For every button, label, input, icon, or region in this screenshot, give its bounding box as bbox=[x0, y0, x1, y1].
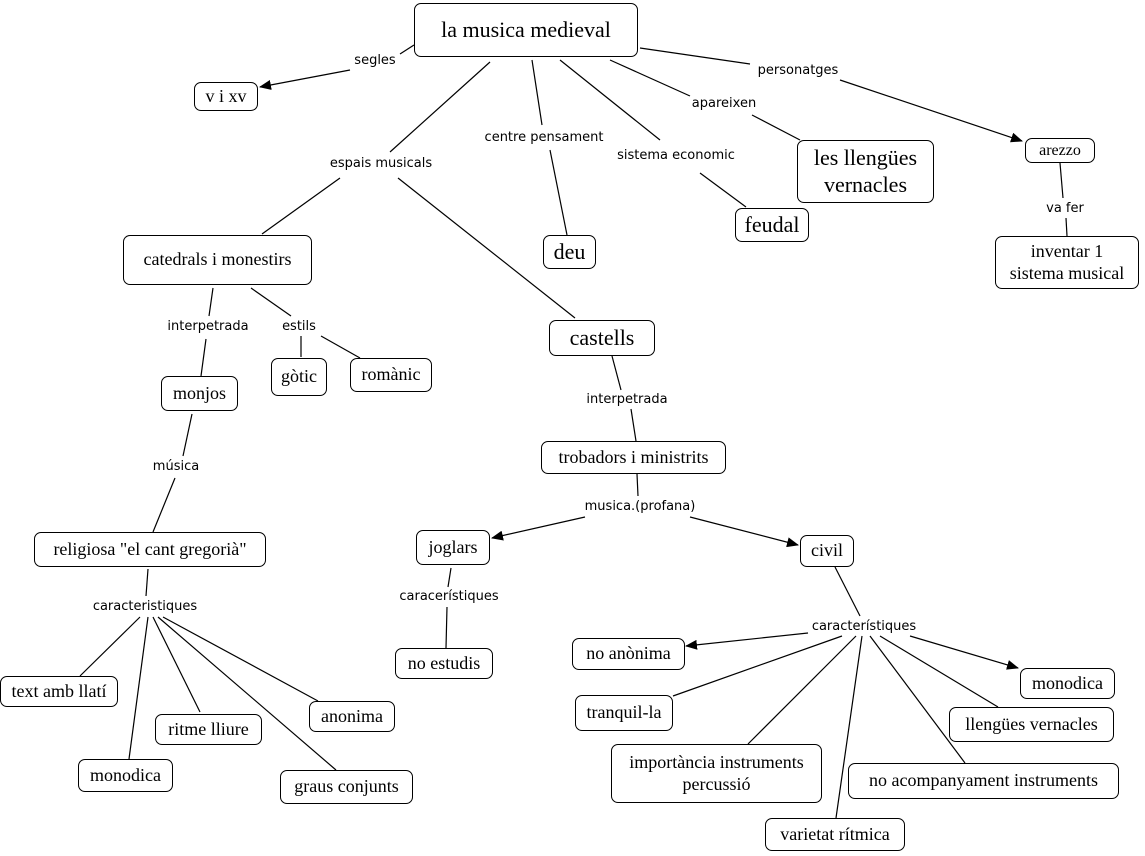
connector-cat-interp-2 bbox=[200, 338, 207, 377]
concept-monjos[interactable]: monjos bbox=[161, 376, 238, 411]
connector-carac-monodica bbox=[128, 616, 149, 760]
concept-no-anonima[interactable]: no anònima bbox=[572, 638, 685, 670]
connector-cat-interp bbox=[208, 287, 214, 317]
concept-les-llengues-vernacles[interactable]: les llengües vernacles bbox=[797, 140, 934, 203]
concept-v-i-xv[interactable]: v i xv bbox=[194, 82, 258, 111]
connector-carac-noacomp bbox=[869, 635, 966, 764]
link-caracteristiques-religiosa: caracteristiques bbox=[90, 599, 200, 615]
connector-musica-religiosa bbox=[152, 477, 176, 533]
connector-carac-importancia bbox=[747, 635, 857, 745]
connector-segles-arrow bbox=[259, 69, 351, 90]
connector-trob-musica bbox=[636, 473, 639, 497]
connector-carac-text bbox=[79, 616, 141, 677]
connector-carac-monodica bbox=[909, 635, 1019, 670]
connector-apareixen-2 bbox=[751, 114, 801, 141]
concept-catedrals-i-monestirs[interactable]: catedrals i monestirs bbox=[123, 235, 312, 285]
link-espais-musicals: espais musicals bbox=[327, 156, 435, 172]
concept-varietat-ritmica[interactable]: varietat rítmica bbox=[765, 818, 905, 851]
connector-carac-varietat bbox=[835, 635, 863, 819]
link-centre-pensament: centre pensament bbox=[482, 130, 606, 146]
link-sistema-economic: sistema economic bbox=[615, 148, 737, 164]
connector-carac-ritme bbox=[152, 616, 201, 713]
connector-espais-cast bbox=[397, 177, 576, 319]
concept-castells[interactable]: castells bbox=[549, 320, 655, 356]
connector-espais-cat bbox=[261, 177, 341, 235]
connector-interp-trobadors bbox=[630, 408, 637, 442]
concept-graus-conjunts[interactable]: graus conjunts bbox=[280, 770, 413, 804]
concept-no-acompanyament-instruments[interactable]: no acompanyament instruments bbox=[848, 763, 1119, 799]
connector-sistema bbox=[559, 59, 661, 141]
concept-deu[interactable]: deu bbox=[543, 235, 596, 269]
concept-romanic[interactable]: romànic bbox=[350, 358, 432, 392]
connector-apareixen bbox=[609, 59, 691, 97]
connector-musica-joglars bbox=[491, 516, 586, 541]
link-personatges: personatges bbox=[755, 63, 841, 79]
link-caracteristiques-joglars: caracerístiques bbox=[397, 589, 501, 605]
connector-estils-romanic bbox=[320, 335, 361, 359]
concept-civil[interactable]: civil bbox=[800, 535, 854, 567]
link-estils: estils bbox=[280, 319, 318, 335]
connector-espais bbox=[389, 61, 491, 153]
concept-monodica-civil[interactable]: monodica bbox=[1020, 668, 1115, 699]
connector-musica-civil bbox=[689, 516, 799, 548]
link-segles: segles bbox=[352, 53, 398, 69]
connector-personatges bbox=[639, 47, 751, 65]
concept-monodica-religiosa[interactable]: monodica bbox=[78, 759, 173, 792]
concept-gotic[interactable]: gòtic bbox=[271, 358, 327, 396]
link-caracteristiques-civil: característiques bbox=[809, 619, 919, 635]
concept-no-estudis[interactable]: no estudis bbox=[395, 648, 493, 679]
connector-civil-carac bbox=[834, 566, 861, 617]
concept-llengues-vernacles-civil[interactable]: llengües vernacles bbox=[949, 707, 1114, 742]
link-musica: música bbox=[150, 459, 202, 475]
connector-arezzo bbox=[1059, 162, 1064, 199]
concept-feudal[interactable]: feudal bbox=[735, 208, 809, 242]
connector-joglars-carac bbox=[447, 567, 452, 588]
concept-importancia-instruments-percussio[interactable]: importància instruments percussió bbox=[611, 744, 822, 803]
connector-centre-2 bbox=[549, 149, 568, 236]
concept-ritme-lliure[interactable]: ritme lliure bbox=[155, 714, 262, 745]
connector-monjos-musica bbox=[182, 413, 193, 457]
concept-anonima[interactable]: anonima bbox=[309, 701, 395, 732]
concept-la-musica-medieval[interactable]: la musica medieval bbox=[414, 3, 638, 57]
connector-sistema-2 bbox=[699, 172, 747, 208]
connector-carac-noanonima bbox=[685, 632, 809, 650]
connector-rel-carac bbox=[145, 568, 149, 597]
link-apareixen: apareixen bbox=[689, 96, 759, 112]
concept-inventar-sistema-musical[interactable]: inventar 1 sistema musical bbox=[995, 236, 1139, 289]
connector-carac-tranquil bbox=[672, 635, 843, 697]
concept-joglars[interactable]: joglars bbox=[416, 530, 490, 565]
concept-arezzo[interactable]: arezzo bbox=[1025, 138, 1095, 163]
connector-centre bbox=[531, 59, 543, 126]
concept-religiosa-cant-gregoria[interactable]: religiosa "el cant gregorià" bbox=[34, 532, 266, 567]
connector-cat-estils bbox=[250, 287, 292, 317]
connector-carac-noestudis bbox=[445, 606, 448, 649]
connector-carac-anonima bbox=[162, 616, 319, 702]
connector-personatges-arrow bbox=[839, 79, 1023, 143]
concept-tranquil-la[interactable]: tranquil-la bbox=[575, 695, 673, 731]
link-va-fer: va fer bbox=[1044, 201, 1086, 217]
concept-text-amb-llati[interactable]: text amb llatí bbox=[0, 676, 118, 707]
connector-carac-graus bbox=[157, 616, 337, 771]
connector-cast-interp bbox=[611, 355, 622, 391]
concept-trobadors-i-ministrits[interactable]: trobadors i ministrits bbox=[541, 441, 726, 474]
link-musica-profana: musica.(profana) bbox=[582, 499, 698, 515]
connector-arezzo-2 bbox=[1065, 217, 1068, 237]
connector-carac-llengues bbox=[879, 635, 999, 708]
connector-segles bbox=[399, 44, 415, 55]
link-interpetrada-catedrals: interpetrada bbox=[165, 319, 251, 335]
link-interpetrada-castells: interpetrada bbox=[584, 392, 670, 408]
